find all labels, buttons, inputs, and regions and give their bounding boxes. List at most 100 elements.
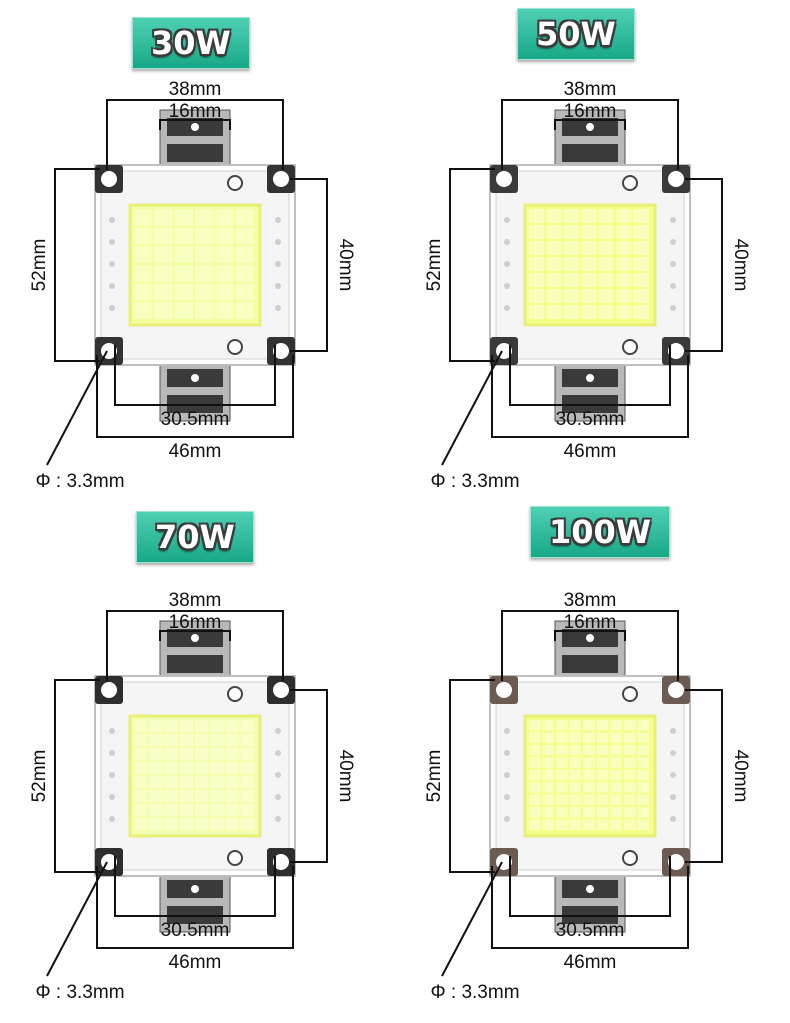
led-die (569, 732, 582, 743)
led-die (616, 209, 632, 223)
led-die (134, 818, 148, 830)
small-hole (227, 339, 243, 355)
label-16mm: 16mm (169, 101, 222, 122)
led-die (134, 265, 153, 282)
led-die (616, 273, 632, 287)
electrode-hole (586, 885, 594, 893)
board-dot (670, 816, 676, 822)
board-dot (670, 239, 676, 245)
led-die (633, 209, 649, 223)
led-die (623, 794, 636, 806)
dim-line-46mm (96, 866, 294, 949)
small-hole (622, 339, 638, 355)
led-die (623, 720, 636, 731)
label-30-5mm: 30.5mm (556, 920, 625, 941)
led-die (179, 818, 193, 830)
led-die (195, 283, 214, 301)
led-die (154, 265, 173, 282)
bottom-electrode (554, 360, 626, 422)
led-die (623, 782, 636, 793)
board-dot (670, 794, 676, 800)
label-40mm: 40mm (730, 239, 751, 292)
board-dot (109, 261, 115, 267)
label-38mm: 38mm (564, 79, 617, 100)
led-die (174, 283, 193, 301)
led-die (210, 748, 224, 760)
electrode-hole (191, 123, 199, 131)
led-die (610, 720, 622, 731)
led-die (529, 225, 545, 239)
electrode-slot (167, 655, 223, 673)
led-die (154, 227, 173, 245)
led-die (610, 782, 622, 793)
dim-line-40mm (685, 178, 723, 352)
label-hole-diameter: Φ : 3.3mm (430, 471, 519, 492)
board-dot (670, 283, 676, 289)
board-dot (275, 239, 281, 245)
led-die (529, 744, 541, 756)
led-die (556, 744, 568, 756)
board-dot (504, 772, 510, 778)
led-die (583, 744, 595, 756)
board-dot (504, 728, 510, 734)
board-dot (109, 217, 115, 223)
led-die (134, 283, 153, 301)
led-die (623, 769, 636, 781)
led-die (542, 744, 555, 756)
led-die (596, 769, 609, 781)
led-die (542, 720, 555, 731)
led-die (529, 757, 541, 768)
led-die (179, 776, 193, 788)
mounting-hole (273, 854, 289, 870)
label-16mm: 16mm (564, 612, 617, 633)
label-38mm: 38mm (169, 590, 222, 611)
led-die (195, 804, 209, 816)
led-die (623, 732, 636, 743)
led-die (610, 807, 622, 818)
board-dot (109, 283, 115, 289)
led-die (616, 257, 632, 271)
board-dot (109, 305, 115, 311)
dim-line-40mm (290, 689, 328, 863)
led-die (240, 748, 254, 760)
led-die (210, 790, 224, 802)
led-die (195, 302, 214, 319)
led-die (195, 734, 209, 746)
led-die (546, 257, 562, 271)
label-52mm: 52mm (424, 750, 445, 803)
led-die (529, 257, 545, 271)
led-die (225, 734, 239, 746)
led-die (616, 225, 632, 239)
led-die (569, 794, 582, 806)
led-die (542, 757, 555, 768)
led-die (546, 289, 562, 303)
led-die (164, 790, 178, 802)
led-die (240, 804, 254, 816)
led-die (134, 748, 148, 760)
led-die (215, 283, 234, 301)
electrode-hole (586, 374, 594, 382)
led-die (633, 273, 649, 287)
label-52mm: 52mm (29, 750, 50, 803)
led-die (563, 273, 580, 287)
led-die (149, 776, 163, 788)
led-die (583, 807, 595, 818)
led-die (633, 241, 649, 255)
led-die (583, 769, 595, 781)
led-die (610, 744, 622, 756)
led-die (210, 762, 224, 774)
led-die (610, 732, 622, 743)
led-die (637, 720, 649, 731)
led-die (179, 790, 193, 802)
led-die (240, 734, 254, 746)
mounting-hole (101, 682, 117, 698)
small-hole (622, 686, 638, 702)
led-die (149, 804, 163, 816)
led-die (174, 302, 193, 319)
wattage-badge: 30W (132, 17, 250, 69)
dim-line-46mm (491, 866, 689, 949)
